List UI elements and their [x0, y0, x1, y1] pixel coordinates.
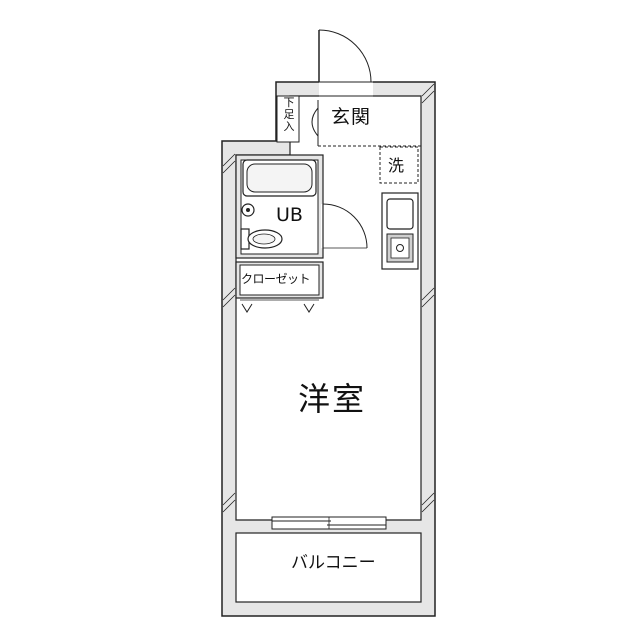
balcony-area: [235, 532, 422, 603]
washer-space-label: 洗: [388, 156, 405, 175]
unit-bath-label: UB: [276, 204, 303, 226]
entrance-door-gap: [319, 81, 373, 97]
closet-label: クローゼット: [241, 272, 311, 286]
shoe-storage-box: [276, 95, 300, 143]
entrance-label: 玄関: [331, 106, 372, 128]
toilet-icon: [240, 228, 283, 250]
washer-space-box: [379, 146, 419, 184]
kitchen-sink-icon: [386, 198, 414, 230]
balcony-label: バルコニー: [291, 553, 376, 573]
window-marks: [222, 83, 435, 513]
shoe-storage-label: 下足入: [283, 96, 295, 133]
entrance-door-swing: [318, 29, 372, 83]
western-room-label: 洋室: [298, 380, 367, 418]
closet-door-marks: [241, 303, 315, 313]
bath-door-swing: [322, 203, 368, 249]
